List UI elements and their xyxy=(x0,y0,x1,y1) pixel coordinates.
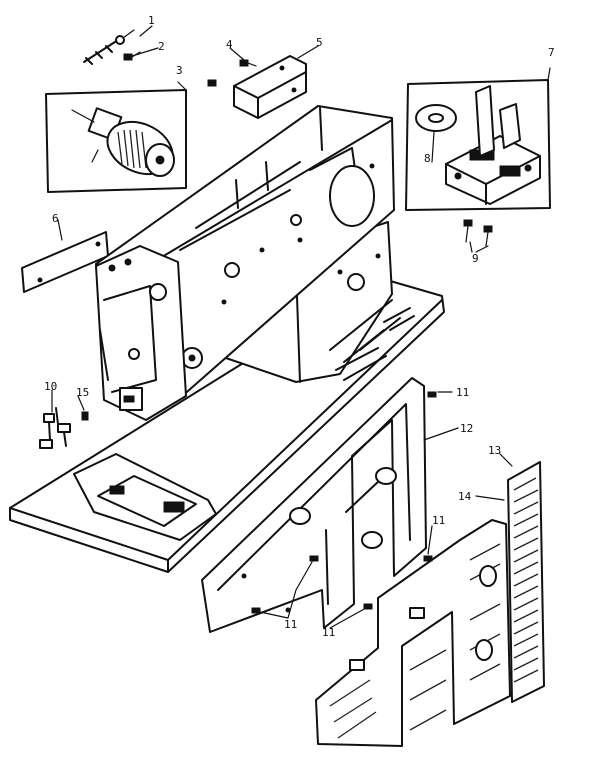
callout-13: 13 xyxy=(488,444,501,457)
callout-11-bottom-left: 11 xyxy=(284,618,297,631)
callout-15: 15 xyxy=(76,386,89,399)
callout-11-bottom: 11 xyxy=(322,626,335,639)
washer-icon xyxy=(415,104,457,132)
callout-labels: 1 2 3 4 5 7 8 9 6 10 15 11 12 13 14 11 1… xyxy=(44,14,555,639)
base-opening xyxy=(73,453,217,541)
part-13-panel xyxy=(507,461,545,703)
callout-2: 2 xyxy=(158,40,165,53)
callout-11-right: 11 xyxy=(432,514,445,527)
callout-4: 4 xyxy=(226,38,233,51)
part-3-motor-inset xyxy=(45,81,187,193)
callout-8: 8 xyxy=(424,152,431,165)
part-10-screws xyxy=(39,407,71,449)
part-4-screw xyxy=(239,59,257,67)
callout-3: 3 xyxy=(176,64,183,77)
bracket-icon xyxy=(445,85,541,205)
part-5-cover xyxy=(233,55,307,119)
leader-lines xyxy=(51,25,513,629)
part-7-bracket-inset xyxy=(405,67,551,211)
part-14-panel xyxy=(315,519,511,747)
callout-11-top: 11 xyxy=(456,386,469,399)
main-frame xyxy=(9,105,445,573)
part-15-screw xyxy=(81,411,89,421)
callout-5: 5 xyxy=(316,36,323,49)
callout-7: 7 xyxy=(548,46,555,59)
callout-12: 12 xyxy=(460,422,473,435)
part-6-plate xyxy=(21,231,109,293)
callout-9: 9 xyxy=(472,252,479,265)
part-9-screws xyxy=(463,219,493,247)
callout-10: 10 xyxy=(44,380,57,393)
part-4-screw-lower xyxy=(207,79,217,87)
callout-6: 6 xyxy=(52,212,59,225)
part-1-pin xyxy=(83,29,135,65)
motor-icon xyxy=(71,107,175,177)
part-12-gasket xyxy=(201,377,427,633)
callout-14: 14 xyxy=(458,490,472,503)
callout-1: 1 xyxy=(148,14,155,27)
part-11-screws xyxy=(251,391,437,614)
